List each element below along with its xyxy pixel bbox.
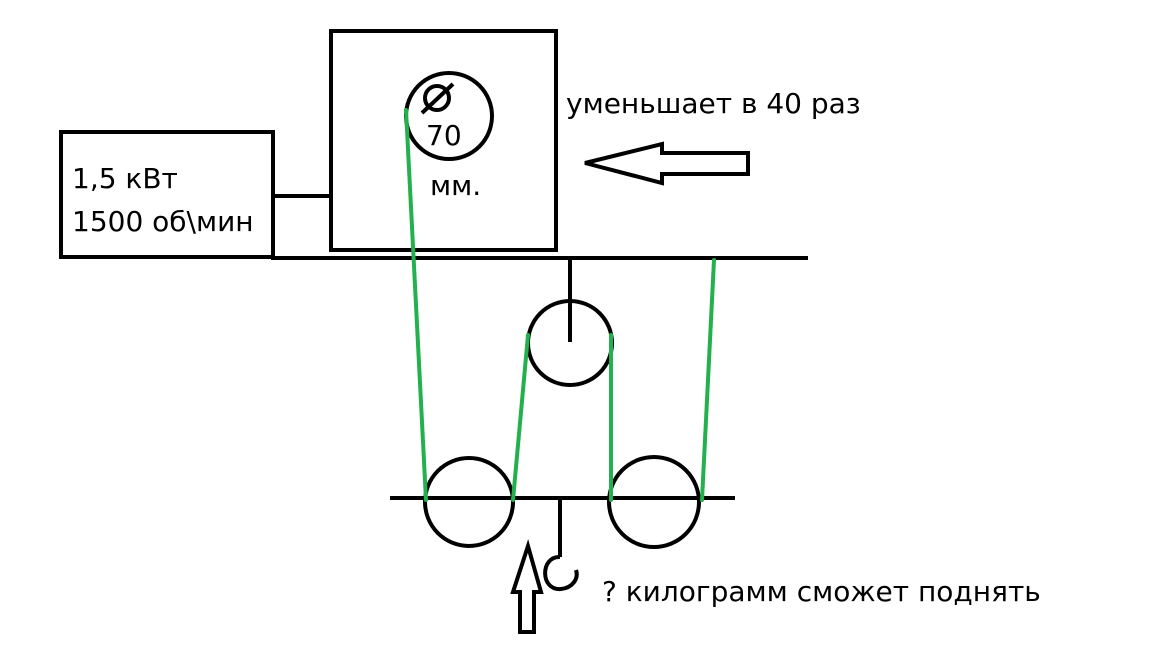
gearbox-reduction-label: уменьшает в 40 раз — [566, 87, 861, 120]
motor-power-label: 1,5 кВт — [72, 162, 178, 195]
moving-pulley-left — [423, 456, 515, 548]
moving-pulley-right — [607, 455, 701, 549]
hook-icon — [543, 554, 579, 591]
drum-unit-label: мм. — [430, 169, 482, 202]
drum-diameter-label: 70 — [426, 119, 462, 152]
rope — [404, 108, 716, 502]
motor-speed-label: 1500 об\мин — [72, 205, 254, 238]
diameter-symbol-icon — [420, 82, 455, 115]
rope-segment-right-pulley-up — [700, 258, 716, 502]
lift-arrow-up-icon — [510, 539, 544, 634]
gearbox-box — [329, 29, 558, 252]
rope-segment-left-pulley-up — [511, 333, 530, 502]
load-question-label: ? килограмм сможет поднять — [602, 575, 1041, 608]
input-arrow-left-icon — [584, 141, 750, 186]
rope-segment-drum-down — [404, 108, 428, 502]
